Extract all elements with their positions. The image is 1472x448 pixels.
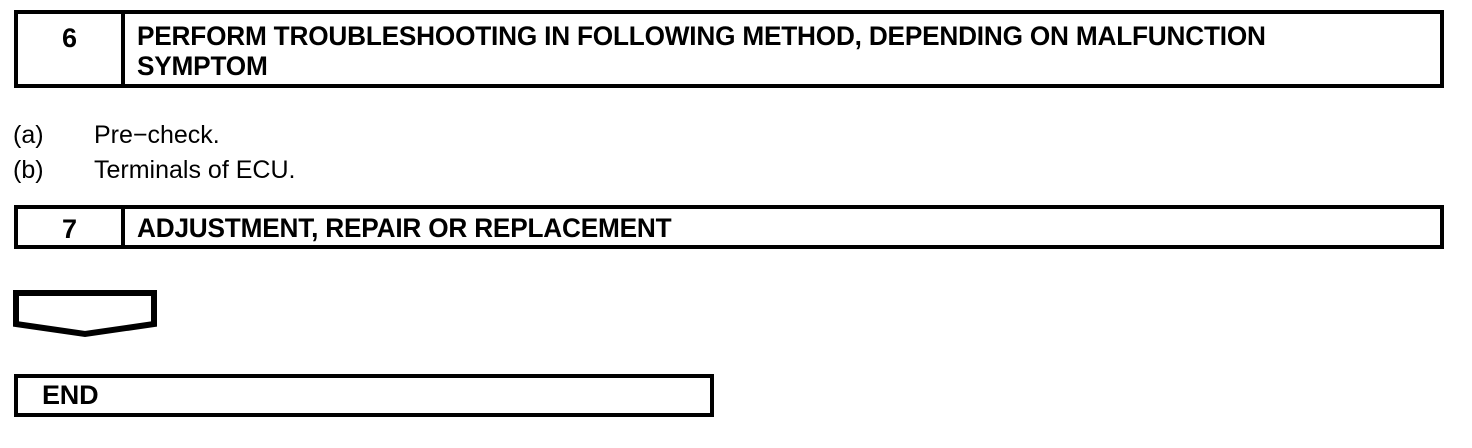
step-6-number: 6: [61, 23, 78, 53]
step-7-number-cell: 7: [18, 209, 125, 245]
flowchart-step-6: 6 PERFORM TROUBLESHOOTING IN FOLLOWING M…: [14, 10, 1444, 88]
step-6-title-cell: PERFORM TROUBLESHOOTING IN FOLLOWING MET…: [125, 14, 1440, 84]
sub-item-marker-b: (b): [13, 156, 44, 184]
step-7-title-cell: ADJUSTMENT, REPAIR OR REPLACEMENT: [125, 209, 1440, 245]
flowchart-end-box: END: [14, 374, 714, 417]
sub-item-marker-a: (a): [13, 121, 44, 149]
down-arrow-shape: [13, 290, 157, 338]
step-6-number-cell: 6: [18, 14, 125, 84]
end-label: END: [42, 379, 99, 410]
down-arrow-icon: [13, 290, 157, 338]
step-6-title: PERFORM TROUBLESHOOTING IN FOLLOWING MET…: [137, 21, 1266, 81]
step-7-title: ADJUSTMENT, REPAIR OR REPLACEMENT: [137, 213, 672, 243]
sub-item-text-a: Pre−check.: [94, 121, 220, 149]
list-item: (a) Pre−check.: [13, 118, 713, 153]
flowchart-step-7: 7 ADJUSTMENT, REPAIR OR REPLACEMENT: [14, 205, 1444, 249]
list-item: (b) Terminals of ECU.: [13, 153, 713, 188]
step-7-number: 7: [61, 214, 78, 244]
sub-item-list: (a) Pre−check. (b) Terminals of ECU.: [13, 118, 713, 188]
sub-item-text-b: Terminals of ECU.: [94, 156, 296, 184]
